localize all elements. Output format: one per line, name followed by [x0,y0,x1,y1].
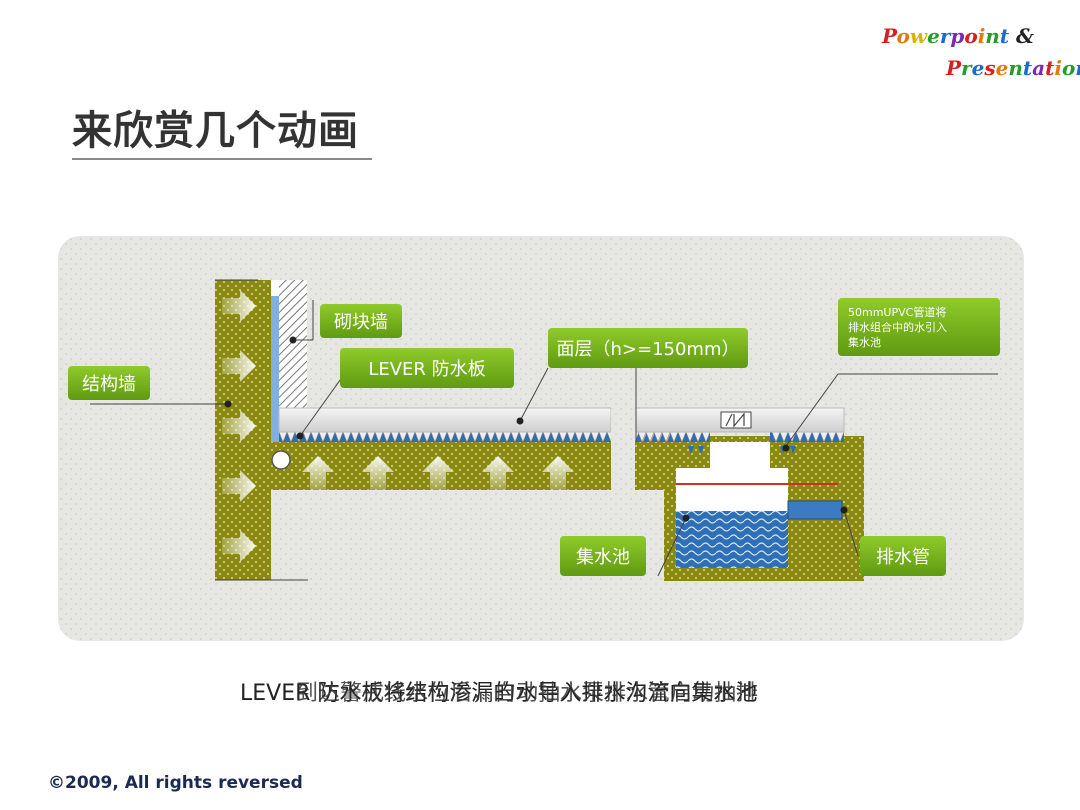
copyright: ©2009, All rights reversed [48,773,303,793]
drain-grate-icon [720,411,752,429]
label-box-sump [560,536,646,576]
drain-pipe-shape [787,500,843,520]
corner-drain-icon [271,450,291,470]
title-underline [72,158,372,160]
label-box-upvc-note [838,298,1000,356]
label-box-block-wall [320,304,402,338]
label-block-wall: 砌块墙 [334,312,388,333]
label-box-surface-layer [548,328,748,368]
label-waterproof-board: LEVER 防水板 [368,359,485,380]
lever-waterproof-board-shape [278,431,845,443]
logo-line-2: Presentation [946,56,1080,80]
label-box-drain-pipe [860,536,946,576]
caption-line-1: LEVER 防水板将结构渗漏的水导入排水沟流向集水池 [240,681,758,706]
label-surface-layer: 面层（h>=150mm） [557,339,740,360]
label-box-structural-wall [68,366,150,400]
seepage-arrows-upward [302,456,574,490]
sump-water [676,511,788,568]
label-upvc-line-3: 集水池 [848,335,881,349]
caption: LEVER 防水板将结构渗漏的水导入排水沟流向集水池 到达警戒线水位后，自动抽水… [240,675,840,707]
seepage-arrows-horizontal [222,290,256,562]
caption-line-2: 到达警戒线水位后，自动抽水泵排水管启动抽排 [296,681,759,706]
slide-title: 来欣赏几个动画 [72,108,359,154]
logo: Powerpoint & Presentation [882,24,1080,84]
surface-layer-shape [278,407,612,433]
diagram-panel: 结构墙 砌块墙 LEVER 防水板 面层（h>=150mm） 50mmUPVC管… [58,236,1024,641]
label-sump: 集水池 [576,547,630,568]
label-upvc-line-2: 排水组合中的水引入 [848,320,947,334]
label-box-waterproof-board [340,348,514,388]
logo-line-1: Powerpoint & [882,24,1035,48]
label-upvc-line-1: 50mmUPVC管道将 [848,305,946,319]
label-structural-wall: 结构墙 [82,374,136,395]
leader-dots [224,336,848,522]
leader-lines [90,279,998,581]
waterproofing-diagram: 结构墙 砌块墙 LEVER 防水板 面层（h>=150mm） 50mmUPVC管… [58,236,1024,641]
label-drain-pipe: 排水管 [876,547,930,568]
